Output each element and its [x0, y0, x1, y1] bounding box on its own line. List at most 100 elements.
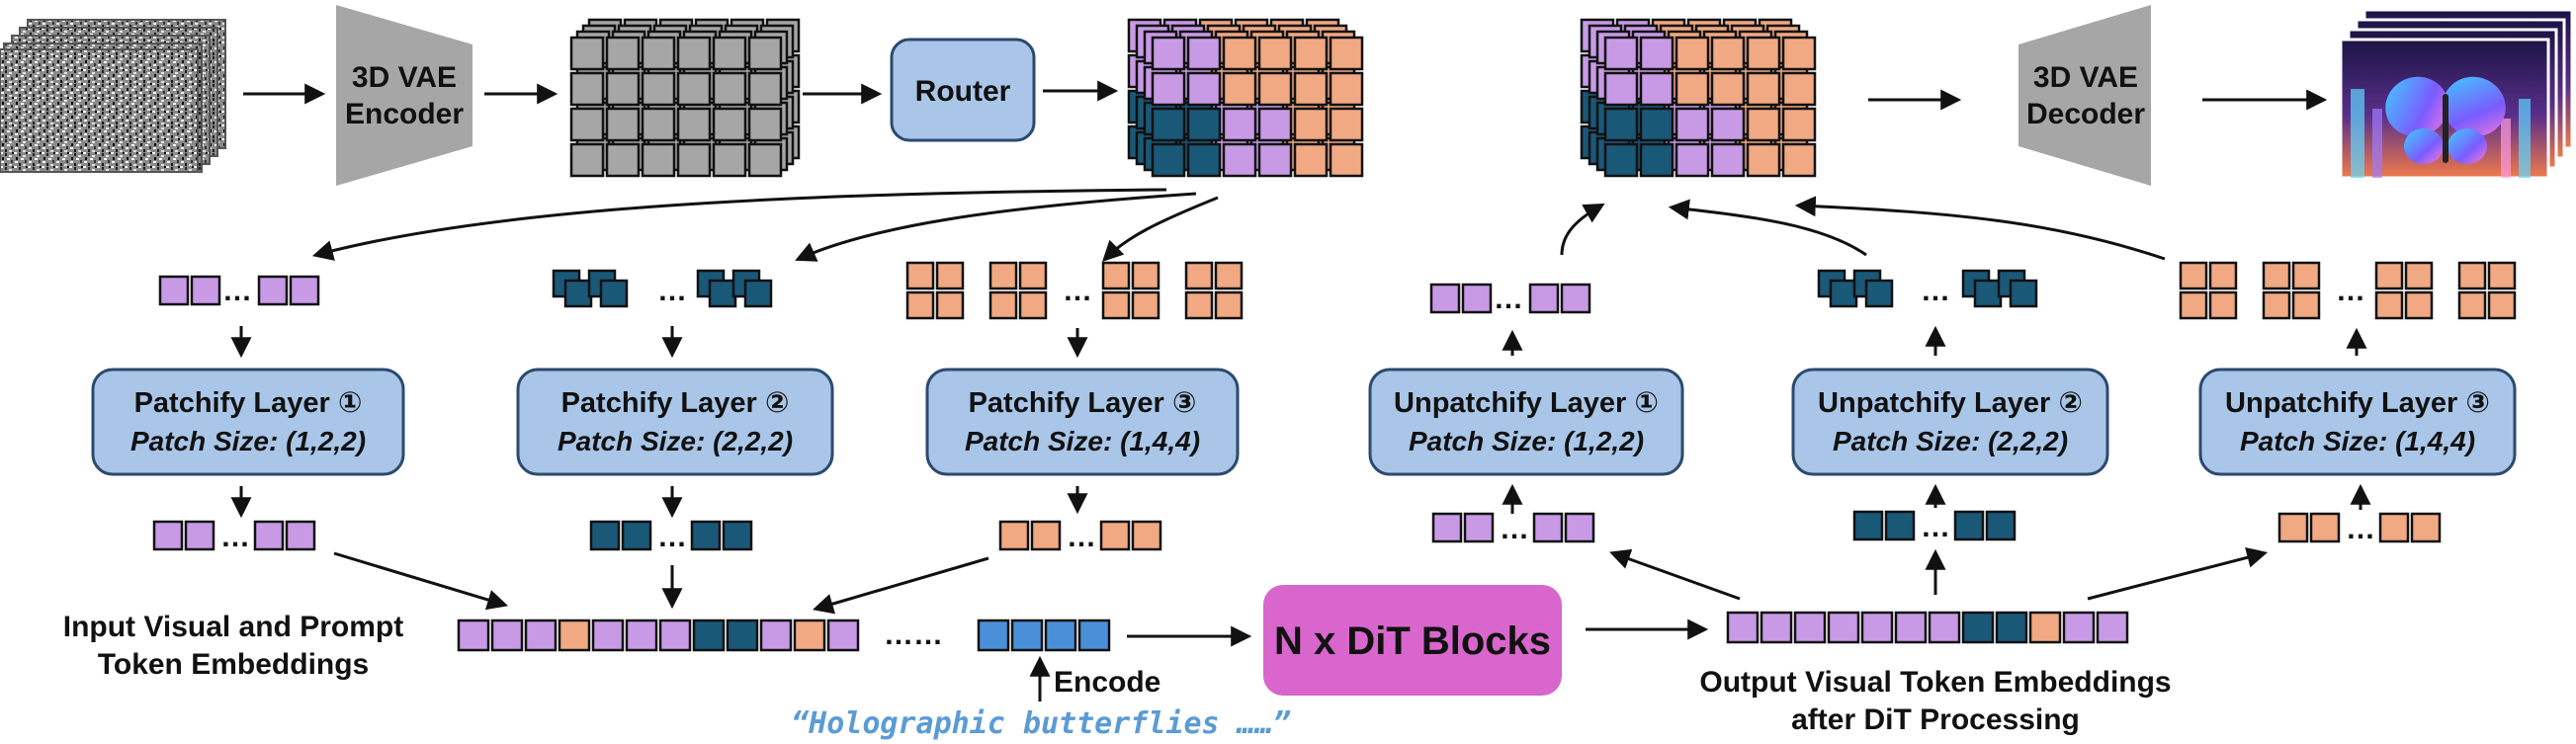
patchify-layer-1-title: Patchify Layer ①	[134, 387, 363, 419]
output-sequence-token	[1793, 611, 1827, 644]
token-square	[1461, 283, 1493, 314]
token-square	[152, 520, 184, 551]
unpatchify-layer-2: Unpatchify Layer ② Patch Size: (2,2,2)	[1791, 368, 2109, 476]
latent-cell	[712, 71, 747, 107]
vae-encoder: 3D VAE Encoder	[336, 5, 472, 186]
token-square	[1131, 261, 1160, 290]
token-square	[2309, 512, 2341, 543]
ellipsis: …	[1067, 521, 1096, 553]
noise-latent-stack	[0, 19, 226, 173]
token-square	[2009, 279, 2038, 308]
token-square	[722, 520, 753, 551]
unpatchify-layer-3: Unpatchify Layer ③ Patch Size: (1,4,4)	[2198, 368, 2517, 476]
routed-grid-stack-input	[1127, 18, 1364, 178]
latent-cell	[747, 107, 783, 142]
token-square	[2262, 290, 2291, 320]
dit-blocks: N x DiT Blocks	[1263, 585, 1562, 696]
output-sequence-token	[1760, 611, 1793, 644]
input-embeddings-label-line2: Token Embeddings	[98, 648, 369, 681]
ellipsis: …	[2346, 513, 2375, 545]
latent-cell	[641, 107, 676, 142]
routed-cell	[1329, 142, 1364, 178]
token-square	[1184, 261, 1214, 290]
token-square	[1564, 512, 1595, 543]
grid-layer	[1151, 36, 1364, 178]
token-square	[599, 279, 629, 308]
routed-cell	[1639, 107, 1674, 142]
token-square	[1973, 279, 2003, 308]
input-sequence-token	[658, 619, 692, 652]
token-square	[2208, 290, 2238, 320]
routed-cell	[1186, 142, 1222, 178]
token-square	[563, 279, 593, 308]
routed-cell	[1639, 36, 1674, 71]
output-sequence-token	[2028, 611, 2062, 644]
input-sequence-token	[625, 619, 658, 652]
split-from-sequence-arrows	[1609, 547, 2269, 601]
token-square	[2404, 290, 2434, 320]
input-sequence-token	[793, 619, 826, 652]
token-square	[158, 275, 190, 306]
unpatchify-layer-3-title: Unpatchify Layer ③	[2225, 387, 2490, 419]
latent-cell	[712, 142, 747, 178]
token-square	[2374, 261, 2404, 290]
token-square	[690, 520, 722, 551]
output-sequence-token	[1827, 611, 1860, 644]
ellipsis: …	[222, 275, 252, 307]
token-square	[1852, 510, 1884, 541]
routed-cell	[1710, 71, 1746, 107]
token-square	[2404, 261, 2434, 290]
prompt-token	[1077, 619, 1111, 652]
ellipsis: …	[657, 521, 687, 553]
token-square	[2457, 290, 2487, 320]
patchify-layer-3: Patchify Layer ③ Patch Size: (1,4,4)	[925, 368, 1240, 476]
latent-grid-stack	[569, 18, 801, 178]
routed-cell	[1781, 36, 1817, 71]
token-square	[935, 290, 965, 320]
routed-grid-stack-output	[1580, 18, 1817, 178]
token-square	[1864, 279, 1894, 308]
token-square	[1018, 290, 1048, 320]
token-square	[1214, 290, 1244, 320]
ellipsis: …	[1063, 275, 1092, 307]
prompt-token	[977, 619, 1010, 652]
token-square	[1953, 510, 1985, 541]
prompt-text: “Holographic butterflies ……”	[791, 706, 1291, 741]
output-sequence-token	[1961, 611, 1995, 644]
output-sequence-token	[2062, 611, 2096, 644]
token-square	[2262, 261, 2291, 290]
patchify-layer-3-title: Patchify Layer ③	[969, 387, 1197, 419]
latent-cell	[605, 36, 641, 71]
token-square	[905, 290, 935, 320]
token-square	[708, 279, 737, 308]
unpatchify-layer-2-size: Patch Size: (2,2,2)	[1833, 426, 2068, 456]
token-square	[1214, 261, 1244, 290]
input-sequence-token	[524, 619, 558, 652]
router-box: Router	[890, 38, 1036, 142]
token-square	[1099, 520, 1131, 551]
routed-cell	[1257, 107, 1293, 142]
token-square	[2208, 261, 2238, 290]
routed-cell	[1746, 142, 1781, 178]
unpatchify-merge-arrows	[1560, 196, 2166, 261]
merge-to-sequence-arrows	[333, 551, 989, 615]
vae-decoder: 3D VAE Decoder	[2018, 5, 2151, 186]
output-sequence-token	[1894, 611, 1928, 644]
latent-cell	[676, 107, 712, 142]
butterfly-image	[2351, 76, 2531, 178]
routed-cell	[1186, 36, 1222, 71]
routed-cell	[1710, 36, 1746, 71]
latent-cell	[747, 142, 783, 178]
input-sequence-token	[457, 619, 490, 652]
token-square	[1560, 283, 1591, 314]
token-square	[184, 520, 215, 551]
routed-cell	[1293, 36, 1329, 71]
patchify-layers: Patchify Layer ① Patch Size: (1,2,2) Pat…	[91, 368, 1240, 476]
latent-cell	[605, 107, 641, 142]
prompt-token	[1044, 619, 1077, 652]
token-square	[2291, 261, 2321, 290]
routed-cell	[1257, 36, 1293, 71]
latent-cell	[641, 142, 676, 178]
ellipsis: …	[1921, 511, 1950, 543]
token-square	[1528, 283, 1560, 314]
